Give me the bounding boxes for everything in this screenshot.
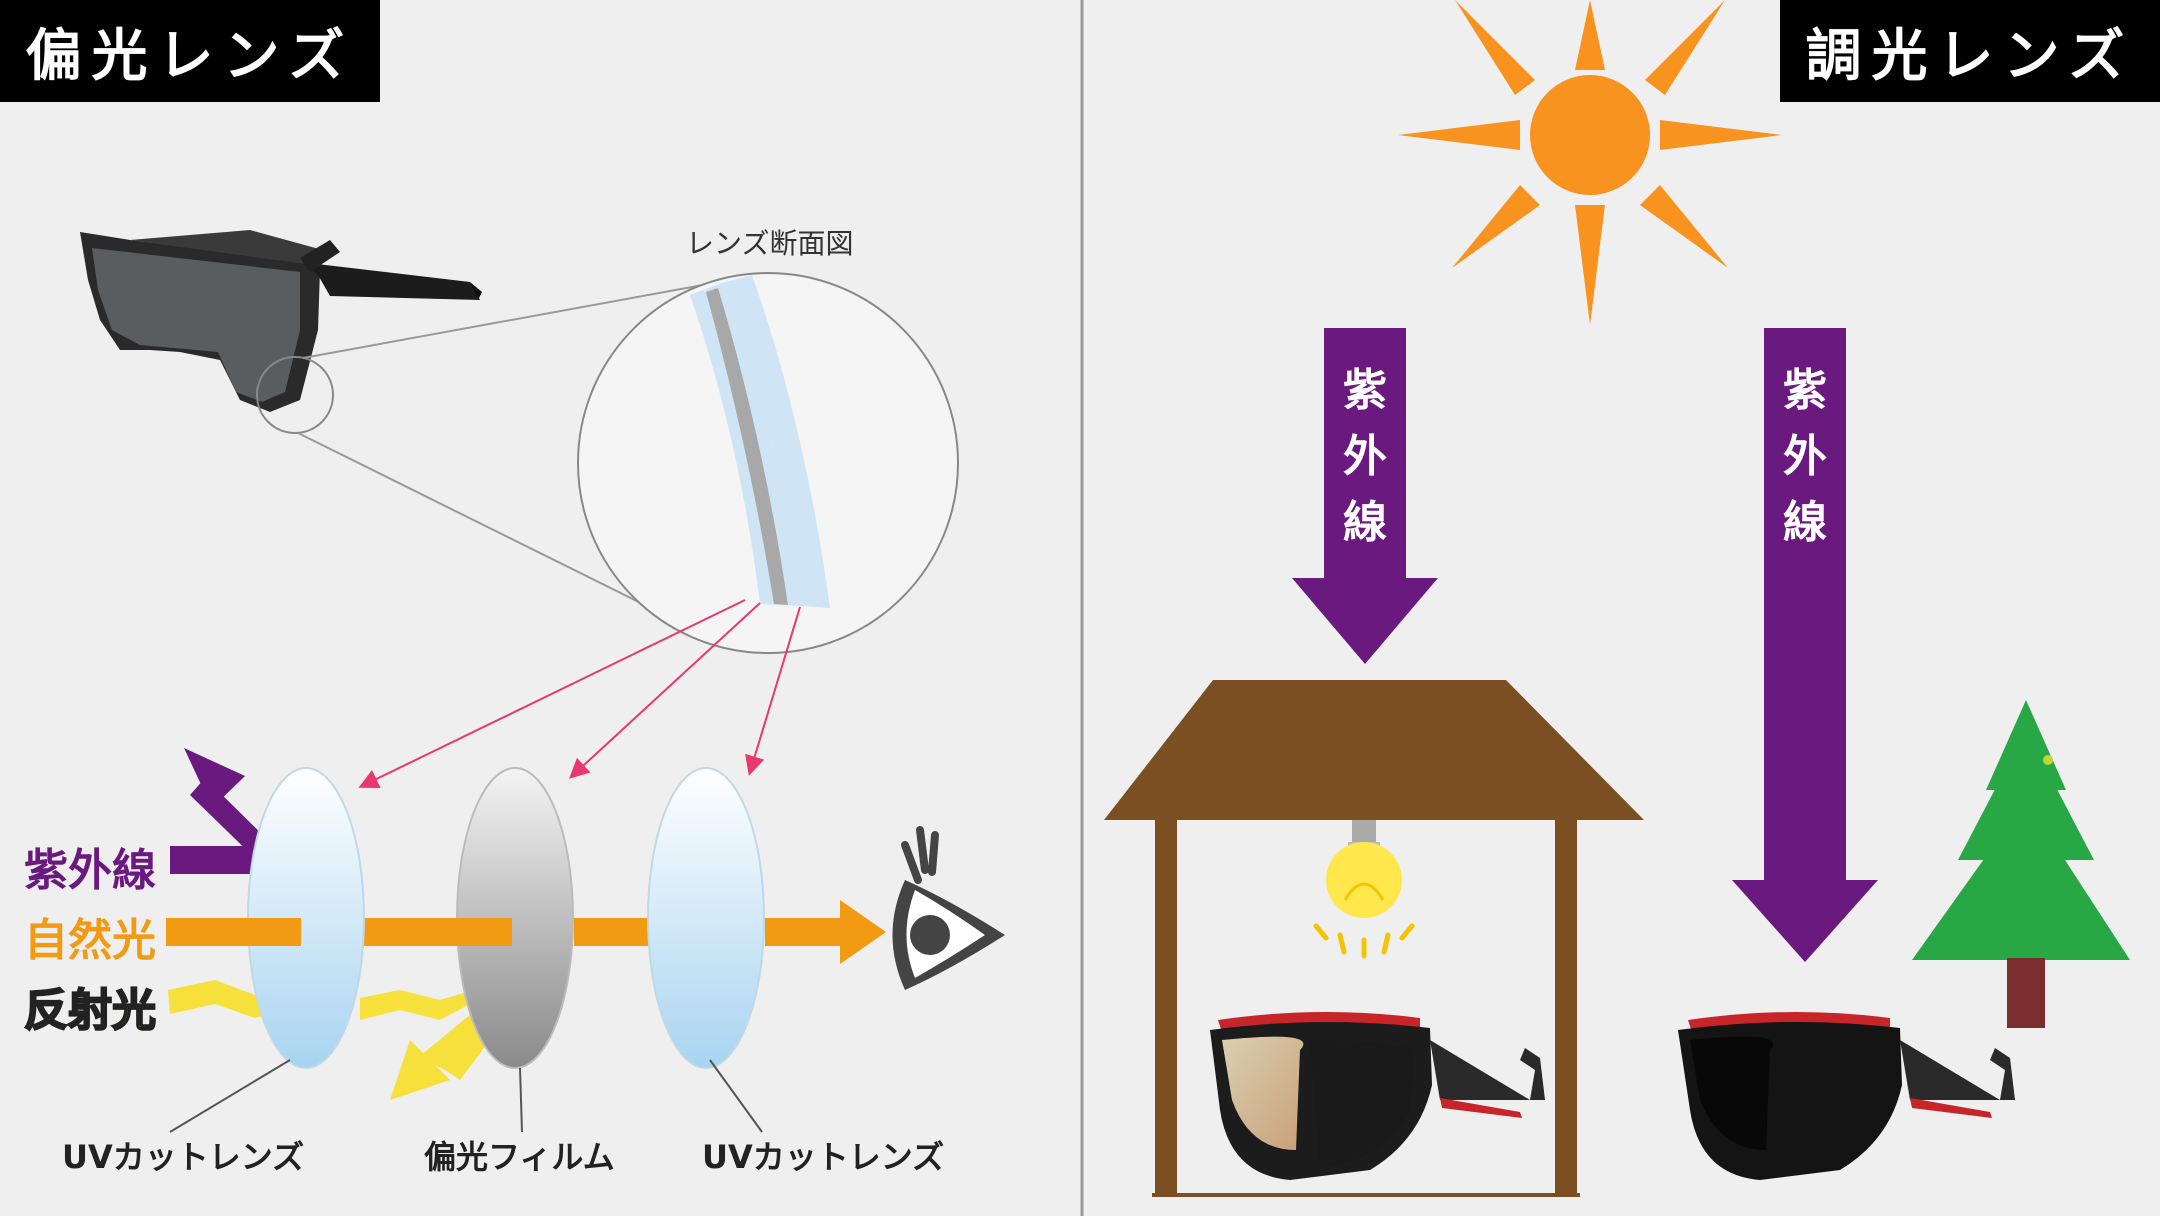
tree-icon [1912, 700, 2130, 1028]
pointer-arrow-2 [569, 602, 761, 779]
zoom-line-bottom [297, 432, 666, 616]
title-polarized-lens: 偏光レンズ [0, 0, 380, 102]
uv-char: 線 [1783, 497, 1827, 548]
natural-light-segment-2 [452, 918, 512, 946]
lens-cross-section [690, 275, 830, 608]
title-photochromic-lens: 調光レンズ [1780, 0, 2160, 102]
uv-arrow-right-text: 紫 外 線 [1775, 358, 1835, 556]
photochromic-glasses-dark [1678, 1011, 2015, 1180]
reflected-light-label: 反射光 [23, 974, 157, 1038]
natural-light-segment [245, 918, 301, 946]
caption-line-1 [169, 1059, 291, 1133]
sunglasses-icon [80, 230, 482, 412]
caption-line-3 [709, 1059, 763, 1133]
caption-uv-cut-front: UVカットレンズ [62, 1138, 305, 1176]
pointer-arrow-1 [358, 599, 746, 789]
zoom-small-circle [256, 356, 334, 434]
cross-section-label: レンズ断面図 [686, 227, 854, 260]
uv-label: 紫外線 [24, 845, 156, 896]
light-bulb-icon [1313, 820, 1415, 959]
caption-polarizing-film: 偏光フィルム [424, 1138, 615, 1176]
caption-uv-cut-back: UVカットレンズ [702, 1138, 945, 1176]
uv-cut-lens-back [647, 767, 765, 1069]
uv-arrow-left-text: 紫 外 線 [1335, 358, 1395, 556]
uv-arrow-left [1292, 328, 1438, 664]
eye-icon [892, 826, 1005, 990]
sun-icon [1398, 0, 1782, 325]
uv-char: 外 [1783, 431, 1827, 482]
hut-icon [1104, 680, 1644, 1197]
zoom-line-top [302, 284, 704, 359]
uv-char: 外 [1343, 431, 1387, 482]
caption-line-2 [519, 1067, 523, 1133]
uv-arrow-right [1732, 328, 1878, 962]
uv-char: 線 [1343, 497, 1387, 548]
natural-light-label: 自然光 [24, 915, 156, 966]
uv-char: 紫 [1783, 365, 1827, 416]
pointer-arrow-3 [745, 606, 801, 776]
reflected-light-text: 反射光 [23, 984, 157, 1037]
uv-char: 紫 [1343, 365, 1387, 416]
photochromic-glasses-light [1210, 1011, 1545, 1180]
